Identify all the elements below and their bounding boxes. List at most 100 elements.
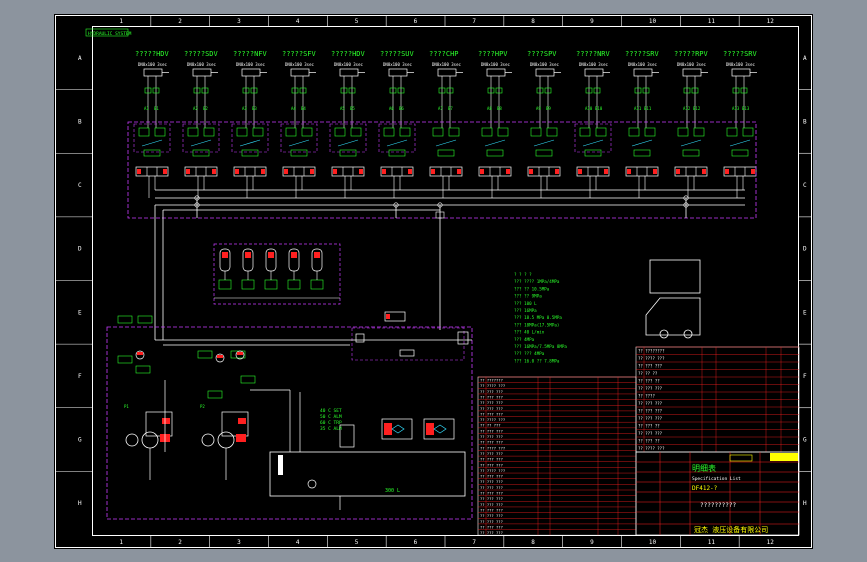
bom-row-text: ?? ??? ??? [480,457,503,462]
valve-block [334,127,346,137]
bom-row-text: ?? ??? ??? [480,411,503,416]
accumulator-box [213,243,341,305]
filter-housing [381,418,413,440]
motor [125,433,139,447]
actuator-label: ????SPV [527,50,557,58]
pilot-line [239,139,261,147]
valve-subbox [280,123,318,153]
check-valve [495,87,503,94]
solenoid-a [333,169,337,174]
actuator-spec: DN8x100 3sec [285,62,314,67]
tag-label: B6 [399,106,404,111]
directional-valve [380,166,414,177]
valve-block [497,127,509,137]
bom-row-text: ?? ???????? [638,349,665,354]
pilot-line [190,139,212,147]
solenoid-a [186,169,190,174]
drawing-sheet [54,14,813,549]
actuator-spec: DN8x100 3sec [334,62,363,67]
oil-tank [269,451,466,497]
pressure-switch [162,418,170,424]
stamp-box [729,454,753,462]
technical-notes: ? ? ? ???? ???? 1MPa/4MPa??? ?? 10.5MPa?… [514,272,567,363]
bom-row-text: ?? ??? ??? [638,416,663,421]
tag-label: B3 [252,106,257,111]
valve-block [236,127,248,137]
valve-block [595,127,607,137]
bom-row-text: ?? ??? ??? [638,386,663,391]
pressure-switch [238,418,246,424]
tag-label: B2 [203,106,208,111]
directional-valve [723,166,757,177]
actuator-spec: DN8x100 3sec [236,62,265,67]
note-line: ??? 16.0 ?? 7.8MPa [514,358,560,363]
pilot-line [435,139,457,147]
solenoid-b [506,169,510,174]
solenoid-b [702,169,706,174]
actuator-label: ?????SFV [282,50,317,58]
grid-col-label: 5 [355,18,359,25]
pressure-block [388,149,406,157]
directional-valve [282,166,316,177]
grid-col-label: 3 [237,18,241,25]
pilot-line [729,139,751,147]
bom-row-text: ?? ???? ??? [480,417,505,422]
actuator-label: ?????SRV [723,50,758,58]
check-valve [152,87,160,94]
grid-col-label: 3 [237,539,241,546]
check-valve [642,87,650,94]
pilot-line [533,139,555,147]
solenoid-b [555,169,559,174]
check-valve [348,87,356,94]
grid-row-label: E [78,309,82,316]
pump-manifold [145,411,173,437]
check-valve [536,87,544,94]
pilot-line [631,139,653,147]
tag-label: P2 [200,404,205,409]
check-valve [144,87,152,94]
pressure-block [731,149,749,157]
tank-label: 300 L [385,488,400,494]
tag-label: A3 [242,106,247,111]
check-valve [683,87,691,94]
valve-block [154,127,166,137]
directional-valve [184,166,218,177]
directional-valve [135,166,169,177]
pilot-line [337,139,359,147]
actuator-spec: DN8x100 3sec [726,62,755,67]
gauge-marker [237,352,243,355]
grid-col-label: 12 [767,539,775,546]
grid-row-label: B [78,118,82,125]
valve-block [383,127,395,137]
note-line: ??? ??? 4MPa [514,351,545,356]
valve-block [677,127,689,137]
tag-label: B12 [693,106,701,111]
bom-row-text: ?? ??? ?? [638,439,660,444]
level-gauge [339,424,355,448]
bom-row-text: ?? ??? ??? [638,409,663,414]
note-line: ??? ???? 1MPa/4MPa [514,279,560,284]
tag-box [117,355,133,364]
pressure-block [290,149,308,157]
bom-row-text: ?? ??? ??? [480,389,503,394]
bom-row-text: ?? ??? ??? [480,462,503,467]
pilot-line [386,139,408,147]
solenoid-a [137,169,141,174]
check-valve [585,87,593,94]
tag-box [197,350,213,359]
bom-row-text: ?? ??? ?? [638,424,660,429]
directional-valve [429,166,463,177]
valve-block [448,127,460,137]
directional-valve [233,166,267,177]
tag-label: B7 [448,106,453,111]
temp-setpoint: 35 C ALM [320,426,342,432]
valve-block [530,127,542,137]
solenoid-b [604,169,608,174]
bom-row-text: ?? ??? ??? [480,479,503,484]
junction-valve [194,195,200,201]
tag-box [230,350,246,359]
tag-box [117,315,133,324]
note-line: ??? 18.5 MPa 0.5MPa [514,315,562,320]
actuator-spec: DN8x100 3sec [187,62,216,67]
